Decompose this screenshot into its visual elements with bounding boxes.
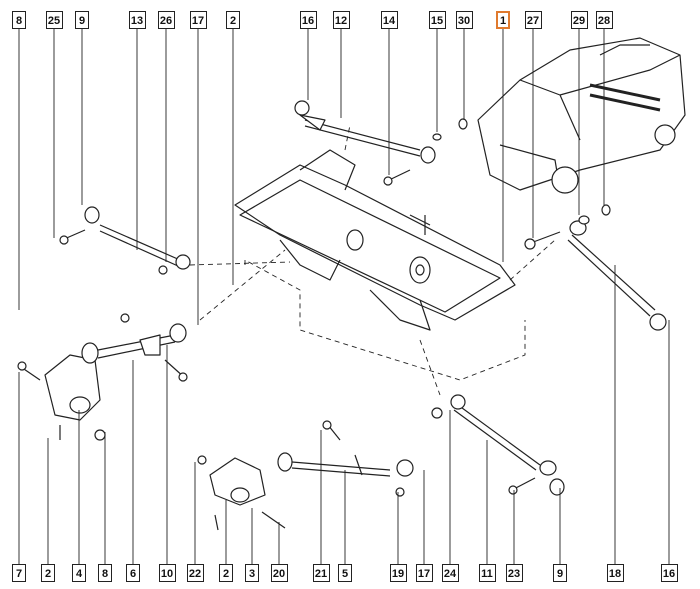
rear-subframe: [234, 149, 516, 331]
callout-28: 28: [595, 11, 613, 29]
bottom-trailing-arm-assembly: [197, 420, 414, 531]
callout-27: 27: [524, 11, 542, 29]
callout-4: 4: [72, 564, 86, 582]
left-trailing-arm-assembly: [17, 313, 188, 441]
callout-26: 26: [157, 11, 175, 29]
vehicle-thumbnail: [477, 37, 686, 194]
callout-6: 6: [126, 564, 140, 582]
callout-18: 18: [606, 564, 624, 582]
callout-17: 17: [189, 11, 207, 29]
callout-16: 16: [660, 564, 678, 582]
callout-10: 10: [158, 564, 176, 582]
callout-2: 2: [219, 564, 233, 582]
callout-11: 11: [478, 564, 496, 582]
callout-15: 15: [428, 11, 446, 29]
callout-22: 22: [186, 564, 204, 582]
callout-5: 5: [338, 564, 352, 582]
link-18: [524, 204, 667, 331]
callout-20: 20: [270, 564, 288, 582]
upper-link-12: [294, 100, 468, 186]
callout-9: 9: [553, 564, 567, 582]
callout-19: 19: [389, 564, 407, 582]
callout-16: 16: [299, 11, 317, 29]
callout-1: 1: [496, 11, 510, 29]
callout-24: 24: [441, 564, 459, 582]
callout-2: 2: [226, 11, 240, 29]
callout-29: 29: [570, 11, 588, 29]
callout-7: 7: [12, 564, 26, 582]
callout-30: 30: [455, 11, 473, 29]
callout-12: 12: [332, 11, 350, 29]
callout-21: 21: [312, 564, 330, 582]
callout-8: 8: [98, 564, 112, 582]
callout-23: 23: [505, 564, 523, 582]
callout-2: 2: [41, 564, 55, 582]
callout-14: 14: [380, 11, 398, 29]
link-13: [59, 206, 191, 275]
callout-13: 13: [128, 11, 146, 29]
callout-8: 8: [12, 11, 26, 29]
link-11: [431, 394, 565, 496]
callout-25: 25: [45, 11, 63, 29]
callout-17: 17: [415, 564, 433, 582]
callout-9: 9: [75, 11, 89, 29]
callout-3: 3: [245, 564, 259, 582]
